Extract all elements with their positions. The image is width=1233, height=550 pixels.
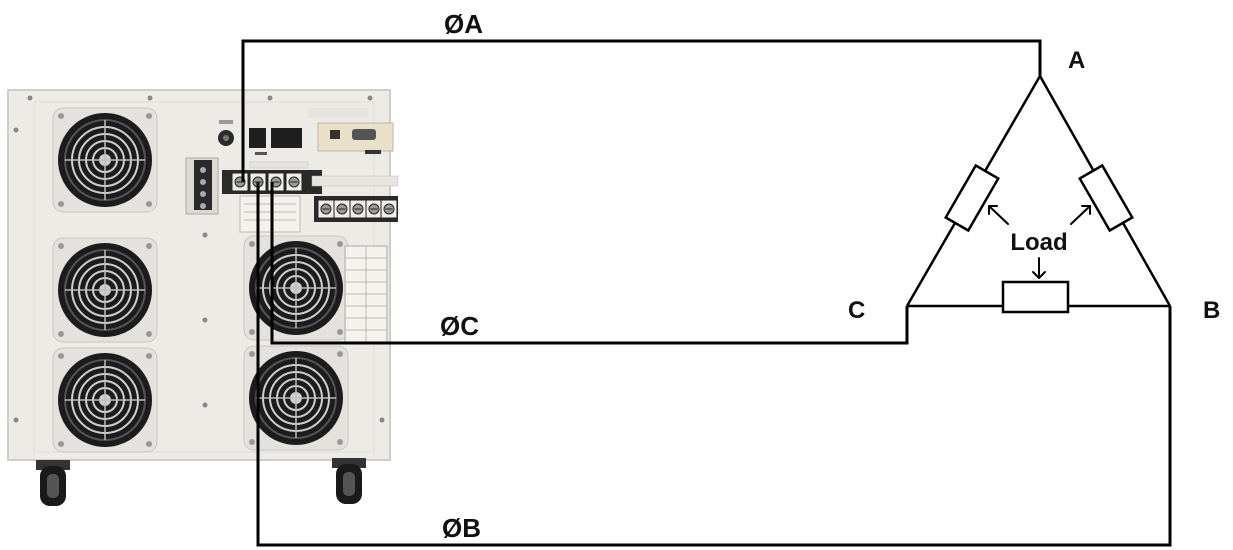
power-switch bbox=[218, 120, 234, 146]
label-node-c: C bbox=[848, 297, 865, 324]
label-plate bbox=[239, 195, 301, 233]
terminal-icon bbox=[380, 199, 398, 219]
fan-icon bbox=[52, 237, 158, 343]
terminal-icon bbox=[333, 199, 351, 219]
terminal-icon bbox=[365, 199, 383, 219]
label-node-a: A bbox=[1068, 47, 1085, 74]
resistor-icon bbox=[1078, 163, 1134, 233]
load-arrows bbox=[988, 205, 1091, 279]
delta-load bbox=[905, 75, 1172, 314]
caster-wheel bbox=[332, 458, 366, 504]
fan-icon bbox=[243, 235, 349, 341]
phase-c-wire bbox=[270, 182, 909, 345]
caster-wheel bbox=[36, 460, 70, 506]
arrow-icon bbox=[1070, 205, 1091, 225]
label-phase-c: ØC bbox=[440, 311, 479, 341]
arrow-icon bbox=[1032, 271, 1046, 279]
label-node-b: B bbox=[1203, 297, 1220, 324]
fan-icon bbox=[52, 347, 158, 453]
terminal-icon bbox=[349, 199, 367, 219]
phase-b-wire bbox=[256, 182, 1172, 547]
rating-table bbox=[344, 245, 388, 343]
label-phase-b: ØB bbox=[442, 513, 481, 543]
fan-icon bbox=[243, 345, 349, 451]
terminal-icon bbox=[267, 172, 285, 192]
terminal-icon bbox=[231, 172, 249, 192]
terminal-icon bbox=[285, 172, 303, 192]
resistor-icon bbox=[944, 163, 1000, 233]
breaker-group bbox=[249, 128, 302, 155]
phase-a-wire bbox=[241, 39, 1042, 182]
terminal-icon bbox=[317, 199, 335, 219]
input-terminal-block bbox=[185, 157, 219, 215]
power-supply-unit bbox=[7, 89, 399, 506]
resistor-icon bbox=[1001, 280, 1070, 314]
interface-panel bbox=[308, 108, 394, 154]
label-load: Load bbox=[1010, 229, 1067, 256]
fan-icon bbox=[52, 107, 158, 213]
arrow-icon bbox=[1081, 205, 1091, 215]
arrow-icon bbox=[988, 205, 998, 215]
arrow-icon bbox=[988, 205, 1009, 225]
label-phase-a: ØA bbox=[444, 9, 483, 39]
sense-terminal-block bbox=[311, 175, 399, 222]
